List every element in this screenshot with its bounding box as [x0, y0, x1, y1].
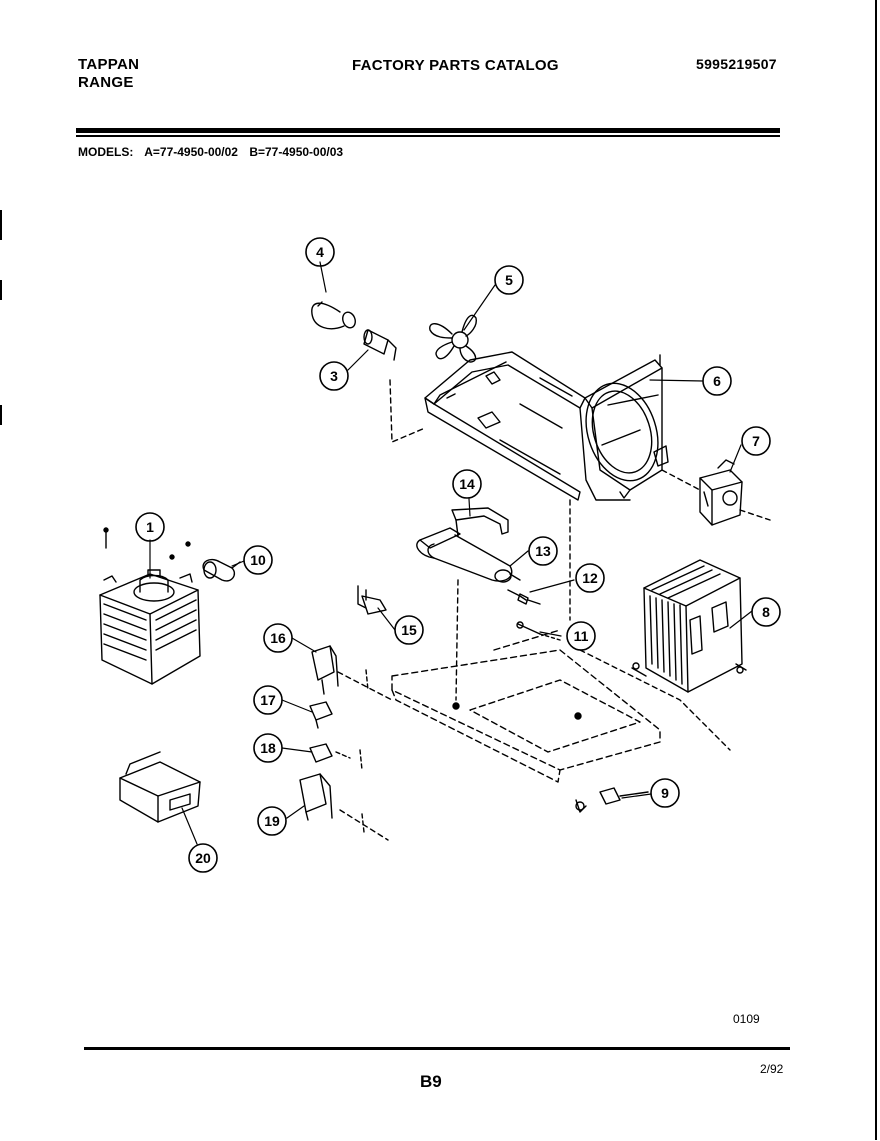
callout-13: 13 [535, 543, 551, 559]
part-3-lamp-socket [363, 329, 397, 361]
callout-bubbles [135, 237, 781, 873]
page-number: B9 [420, 1072, 442, 1091]
callout-18: 18 [260, 740, 276, 756]
model-b: B=77-4950-00/03 [249, 145, 344, 159]
callout-4: 4 [316, 244, 324, 260]
callout-18-circle [253, 733, 283, 763]
callout-12-circle [575, 563, 605, 593]
callout-4-circle [305, 237, 335, 267]
diagram-code: 0109 [733, 1012, 760, 1026]
callout-19: 19 [264, 813, 280, 829]
callout-15: 15 [401, 622, 417, 638]
callout-10-circle [243, 545, 273, 575]
part-20-control-module [119, 751, 201, 823]
part-19-switch-holder [299, 773, 389, 841]
callout-7-circle [741, 426, 771, 456]
header-rule-thin [76, 135, 780, 137]
callout-17-circle [253, 685, 283, 715]
callout-16-circle [263, 623, 293, 653]
callout-20: 20 [195, 850, 211, 866]
callout-15-circle [394, 615, 424, 645]
brand-name: TAPPAN [78, 56, 140, 73]
part-15-switch-bracket [357, 585, 387, 615]
part-5-fan-blade [429, 314, 478, 363]
catalog-number: 5995219507 [696, 56, 777, 72]
callout-14: 14 [459, 476, 475, 492]
part-9-cord-clamp [575, 787, 649, 813]
part-10-thermal-cutout [202, 558, 241, 582]
part-8-transformer [631, 559, 747, 693]
models-line: MODELS: A=77-4950-00/02 B=77-4950-00/03 [78, 145, 351, 159]
scan-edge-mark [0, 405, 2, 425]
callout-17: 17 [260, 692, 276, 708]
part-1-magnetron [99, 527, 201, 685]
callout-16: 16 [270, 630, 286, 646]
callout-9-circle [650, 778, 680, 808]
callout-3-circle [319, 361, 349, 391]
header-rule-thick [76, 128, 780, 133]
models-label: MODELS: [78, 145, 134, 159]
callout-1-circle [135, 512, 165, 542]
part-7-fan-motor [699, 459, 743, 526]
callout-8-circle [751, 597, 781, 627]
base-plate [391, 629, 661, 783]
part-18-switch [309, 743, 363, 771]
callout-5-circle [494, 265, 524, 295]
callout-8: 8 [762, 604, 770, 620]
callout-9: 9 [661, 785, 669, 801]
callout-20-circle [188, 843, 218, 873]
scan-edge-mark [0, 280, 2, 300]
callout-10: 10 [250, 552, 266, 568]
callout-12: 12 [582, 570, 598, 586]
revision-date: 2/92 [760, 1062, 784, 1076]
callout-1: 1 [146, 519, 154, 535]
part-11-screw [516, 621, 561, 641]
callout-6-circle [702, 366, 732, 396]
part-12-diode [507, 589, 541, 605]
callout-14-circle [452, 469, 482, 499]
callout-11-circle [566, 621, 596, 651]
model-a: A=77-4950-00/02 [144, 145, 238, 159]
part-4-lamp-bulb [311, 301, 356, 330]
footer-rule [84, 1047, 790, 1050]
leader-lines [149, 261, 753, 845]
callout-6: 6 [713, 373, 721, 389]
part-13-capacitor [416, 534, 521, 583]
scan-edge-mark [0, 210, 2, 240]
callout-11: 11 [574, 628, 589, 644]
callout-3: 3 [330, 368, 338, 384]
part-6-chassis-bracket [424, 351, 669, 501]
callout-19-circle [257, 806, 287, 836]
product-type: RANGE [78, 74, 134, 91]
callout-7: 7 [752, 433, 760, 449]
part-16-door-switch [311, 645, 393, 701]
callout-5: 5 [505, 272, 513, 288]
part-17-switch [309, 701, 333, 729]
catalog-title: FACTORY PARTS CATALOG [352, 57, 559, 74]
callout-13-circle [528, 536, 558, 566]
part-14-capacitor-bracket [419, 507, 509, 549]
